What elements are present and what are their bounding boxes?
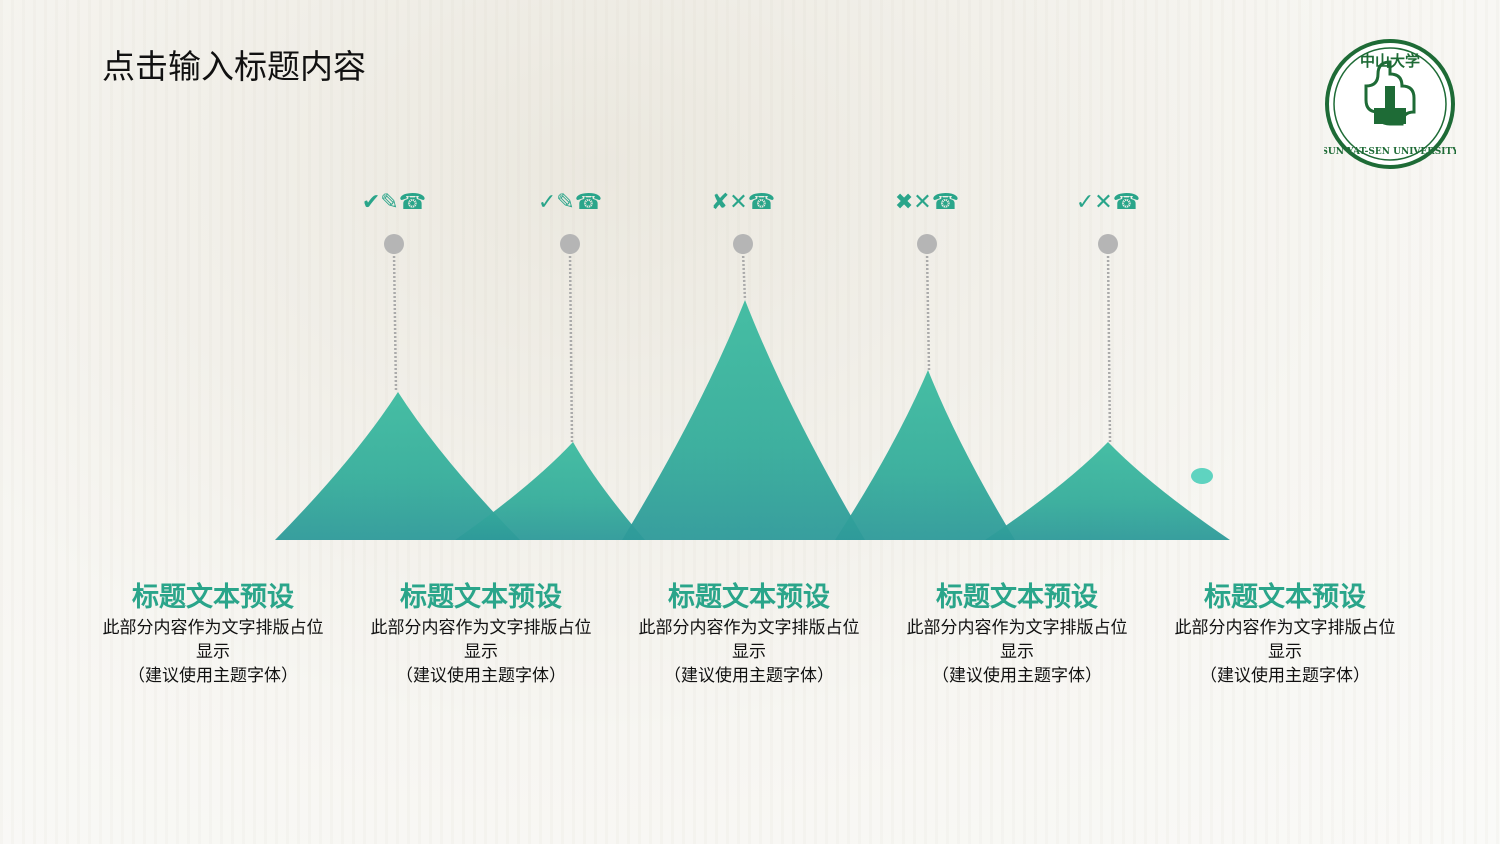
item-column: 标题文本预设 此部分内容作为文字排版占位 显示 （建议使用主题字体） — [883, 580, 1151, 688]
mountain-peak — [622, 300, 865, 540]
item-column: 标题文本预设 此部分内容作为文字排版占位 显示 （建议使用主题字体） — [615, 580, 883, 688]
item-text-line3: （建议使用主题字体） — [932, 666, 1102, 686]
mountain-peak — [455, 442, 645, 540]
pencil-icon: ✎ — [380, 190, 399, 215]
item-heading: 标题文本预设 — [936, 582, 1098, 613]
phone-icon: ☎ — [747, 190, 776, 215]
pencil-icon: ✎ — [556, 190, 575, 215]
icon-group: ✘✕☎ — [711, 190, 775, 215]
page-title: 点击输入标题内容 — [102, 47, 366, 86]
pin-line — [925, 251, 931, 371]
pin-head — [733, 234, 753, 254]
item-heading: 标题文本预设 — [668, 582, 830, 613]
item-text-line1: 此部分内容作为文字排版占位 — [370, 618, 592, 638]
pin-head — [384, 234, 404, 254]
pin-head — [1098, 234, 1118, 254]
x-icon: ✕ — [729, 190, 748, 215]
item-text-line1: 此部分内容作为文字排版占位 — [1174, 618, 1396, 638]
phone-icon: ☎ — [574, 190, 603, 215]
university-logo: 中山大学 SUN YAT-SEN UNIVERSITY — [1324, 39, 1456, 169]
item-text-line3: （建议使用主题字体） — [396, 666, 566, 686]
item-column: 标题文本预设 此部分内容作为文字排版占位 显示 （建议使用主题字体） — [347, 580, 615, 688]
svg-text:SUN YAT-SEN UNIVERSITY: SUN YAT-SEN UNIVERSITY — [1324, 147, 1456, 157]
icon-group: ✖✕☎ — [895, 190, 959, 215]
svg-text:中山大学: 中山大学 — [1360, 52, 1420, 70]
ballot-x-icon: ✘ — [710, 190, 730, 215]
item-heading: 标题文本预设 — [400, 582, 562, 613]
phone-icon: ☎ — [398, 190, 427, 215]
phone-icon: ☎ — [931, 190, 960, 215]
x-icon: ✕ — [1094, 190, 1113, 215]
item-text-line2: 显示 — [732, 642, 766, 662]
pin-head — [917, 234, 937, 254]
pin-line — [1106, 251, 1112, 443]
item-text-line2: 显示 — [1000, 642, 1034, 662]
item-heading: 标题文本预设 — [132, 582, 294, 613]
item-text-line2: 显示 — [1268, 642, 1302, 662]
item-column: 标题文本预设 此部分内容作为文字排版占位 显示 （建议使用主题字体） — [79, 580, 347, 688]
item-column: 标题文本预设 此部分内容作为文字排版占位 显示 （建议使用主题字体） — [1151, 580, 1419, 688]
item-text-line1: 此部分内容作为文字排版占位 — [102, 618, 324, 638]
heavy-x-icon: ✖ — [894, 190, 914, 215]
item-text-line1: 此部分内容作为文字排版占位 — [906, 618, 1128, 638]
pin-line — [741, 251, 747, 301]
item-text-line3: （建议使用主题字体） — [1200, 666, 1370, 686]
mountain-peak — [835, 370, 1015, 540]
icon-group: ✓✎☎ — [538, 190, 602, 215]
pin-head — [560, 234, 580, 254]
pin-line — [392, 251, 398, 393]
item-text-line3: （建议使用主题字体） — [128, 666, 298, 686]
check-heavy-icon: ✔ — [361, 190, 381, 215]
pin-line — [568, 251, 574, 443]
phone-icon: ☎ — [1112, 190, 1141, 215]
item-text-line2: 显示 — [464, 642, 498, 662]
icon-group: ✔✎☎ — [362, 190, 426, 215]
item-text-line2: 显示 — [196, 642, 230, 662]
item-text-line1: 此部分内容作为文字排版占位 — [638, 618, 860, 638]
icon-group: ✓✕☎ — [1076, 190, 1140, 215]
check-icon: ✓ — [537, 190, 557, 215]
item-text-line3: （建议使用主题字体） — [664, 666, 834, 686]
x-icon: ✕ — [913, 190, 932, 215]
check-icon: ✓ — [1075, 190, 1095, 215]
mountain-peak — [275, 392, 520, 540]
item-heading: 标题文本预设 — [1204, 582, 1366, 613]
decorative-dot — [1191, 468, 1213, 484]
mountain-peak — [985, 442, 1230, 540]
